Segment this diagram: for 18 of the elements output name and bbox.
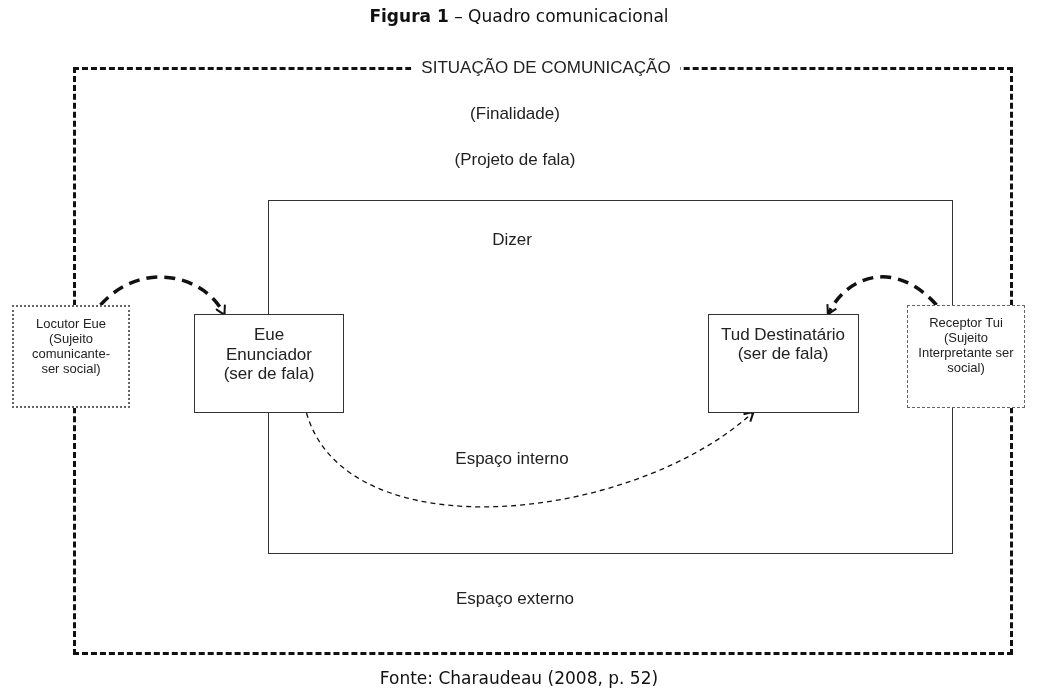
saying-label: Dizer [492,230,532,250]
enunciator-text: Eue Enunciador (ser de fala) [222,325,316,384]
purpose-label: (Finalidade) [470,104,560,124]
speaker-text: Locutor Eue (Sujeito comunicante- ser social) [30,317,111,377]
addressee-text: Tud Destinatário (ser de fala) [719,324,847,364]
source-caption: Fonte: Charaudeau (2008, p. 52) [378,668,660,688]
internal-space-label: Espaço interno [455,449,569,469]
frame-title: SITUAÇÃO DE COMUNICAÇÃO [411,58,681,78]
receiver-box [907,305,1025,408]
curved-arrow [826,275,938,316]
speaker-box [12,305,130,408]
enunciator-box [194,314,344,413]
external-space-label: Espaço externo [455,589,575,609]
figure-title: Figura 1 – Quadro comunicacional [368,6,670,26]
addressee-box [707,313,859,413]
curved-arrow [99,275,226,316]
receiver-text: Receptor Tui (Sujeito Interpretante ser social) [917,316,1015,376]
speech-project-label: (Projeto de fala) [454,150,576,170]
